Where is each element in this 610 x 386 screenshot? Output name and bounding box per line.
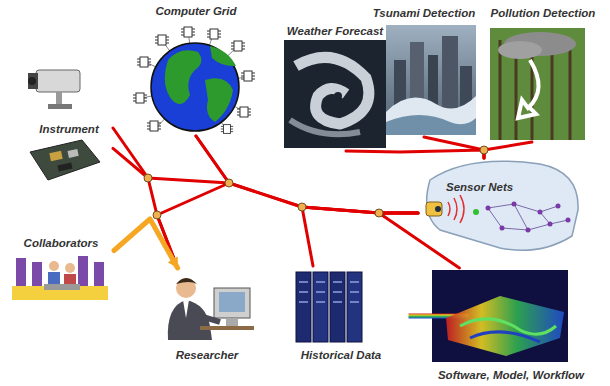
circuit-board-picture: [30, 140, 100, 180]
collaborators-node: Collaborators: [8, 236, 114, 302]
node-label: Sensor Nets: [446, 180, 513, 194]
researcher-node: Researcher: [158, 268, 256, 362]
globe-picture: [133, 27, 255, 134]
node-label: Researcher: [176, 348, 239, 362]
server-rack-picture: [296, 272, 362, 342]
node-label: Software, Model, Workflow: [438, 368, 584, 382]
node-label: Pollution Detection: [491, 6, 596, 20]
tsunami-node: Tsunami Detection: [370, 6, 478, 137]
network-link: [114, 219, 178, 268]
instrument-node: Instrument: [25, 62, 113, 182]
network-link: [424, 137, 484, 158]
weather-picture: [284, 40, 386, 148]
data-node: Historical Data: [285, 266, 397, 362]
grid-node: Computer Grid: [140, 4, 252, 136]
pollution-picture: [490, 28, 585, 140]
node-label: Weather Forecast: [287, 24, 383, 38]
junction-dot: [225, 179, 233, 187]
network-link: [113, 128, 178, 268]
junction-dot: [144, 174, 152, 182]
node-label: Computer Grid: [155, 4, 236, 18]
sensor-net-outline: [418, 158, 583, 258]
network-link: [484, 142, 532, 158]
junction-dot: [153, 211, 161, 219]
node-label: Instrument: [39, 122, 98, 136]
network-link: [196, 136, 418, 213]
network-link: [302, 207, 418, 266]
junction-dot: [298, 203, 306, 211]
junction-dot: [375, 209, 383, 217]
network-link: [113, 148, 418, 213]
junction-dot: [480, 146, 488, 154]
software-node: Software, Model, Workflow: [425, 268, 597, 384]
pollution-node: Pollution Detection: [488, 6, 599, 142]
node-label: Collaborators: [24, 236, 99, 250]
sensor-net-node: Sensor Nets: [418, 158, 583, 258]
network-link: [346, 150, 484, 158]
node-label: Historical Data: [301, 348, 382, 362]
node-label: Tsunami Detection: [373, 6, 475, 20]
model-picture: [409, 270, 569, 362]
collaborators-picture: [12, 256, 108, 300]
researcher-picture: [168, 278, 254, 340]
tsunami-picture: [386, 25, 476, 135]
weather-node: Weather Forecast: [280, 24, 390, 151]
camera-picture: [28, 70, 80, 109]
